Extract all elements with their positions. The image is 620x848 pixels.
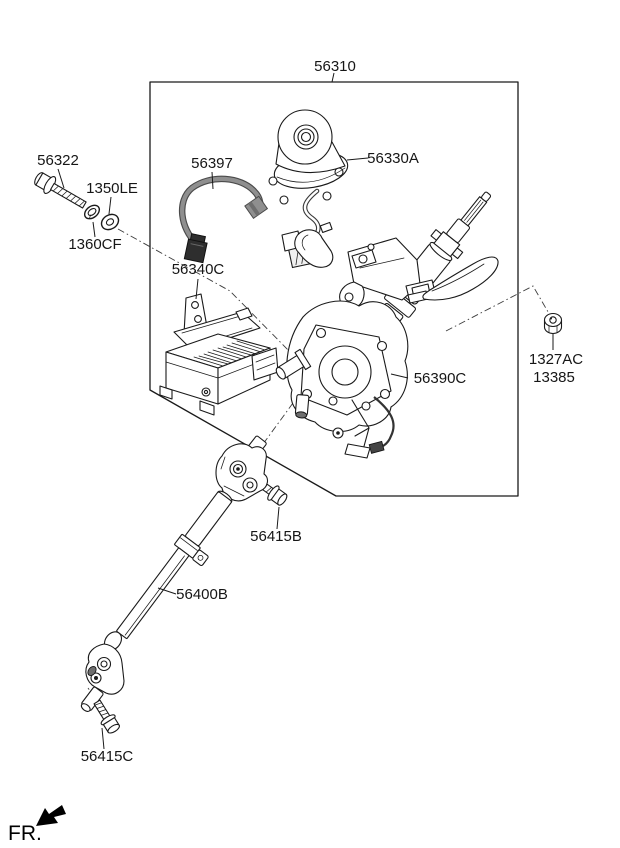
leader-56390C	[390, 373, 409, 379]
leader-1360CF	[92, 221, 96, 238]
label-56397: 56397	[191, 155, 233, 172]
label-56322: 56322	[37, 152, 79, 169]
label-56310: 56310	[314, 58, 356, 75]
column-lower-boss	[294, 394, 310, 419]
leader-56310	[331, 72, 335, 83]
bolt-56415C-drawing	[93, 699, 120, 734]
wiring-56397-drawing	[178, 175, 269, 264]
ecu-bracket-plate	[173, 311, 261, 351]
label-56390C: 56390C	[414, 370, 467, 387]
washer-1360CF-drawing	[83, 204, 101, 220]
leader-56330A	[346, 157, 369, 161]
leader-56415C	[101, 727, 105, 750]
fr-direction-marker: FR.	[8, 805, 66, 845]
ecu-56340C-drawing	[159, 293, 279, 416]
shaft-upper-joint	[215, 443, 269, 502]
label-56415B: 56415B	[250, 528, 302, 545]
fr-label: FR.	[8, 822, 42, 845]
leader-56340C	[195, 278, 199, 300]
label-1360CF: 1360CF	[68, 236, 121, 253]
wiring-main-connector	[183, 233, 208, 264]
column-hook-bracket	[281, 229, 334, 268]
column-left-boss	[275, 348, 312, 380]
label-56415C: 56415C	[81, 748, 134, 765]
column-tilt-lever	[407, 256, 499, 304]
leader-56322	[57, 168, 65, 189]
leader-56397	[211, 171, 214, 190]
align-line-nut-to-column	[445, 285, 552, 332]
column-56390C-drawing	[275, 191, 499, 459]
label-56400B: 56400B	[176, 586, 228, 603]
label-1350LE: 1350LE	[86, 180, 138, 197]
ecu-fins	[193, 340, 266, 367]
nut-1327AC-drawing	[543, 312, 563, 334]
label-1327AC: 1327AC	[529, 351, 583, 368]
column-lower-linkage	[328, 396, 395, 459]
shaft-lower-joint	[80, 631, 125, 712]
align-line-column-to-shaft	[246, 402, 294, 467]
label-56330A: 56330A	[367, 150, 419, 167]
label-56340C: 56340C	[172, 261, 225, 278]
shaft-tube	[116, 490, 233, 639]
leader-56400B	[157, 587, 177, 595]
leader-1350LE	[108, 196, 112, 215]
shaft-56400B-drawing	[80, 435, 269, 712]
fr-direction-arrow-icon	[36, 805, 66, 826]
washer-1350LE-drawing	[100, 213, 120, 231]
leader-56415B	[276, 506, 280, 530]
motor-top-face	[277, 109, 333, 165]
wiring-end-connector	[244, 195, 269, 220]
bolt-56322-drawing	[34, 172, 87, 209]
assembly-boundary-box	[149, 81, 519, 497]
label-13385: 13385	[533, 369, 575, 386]
